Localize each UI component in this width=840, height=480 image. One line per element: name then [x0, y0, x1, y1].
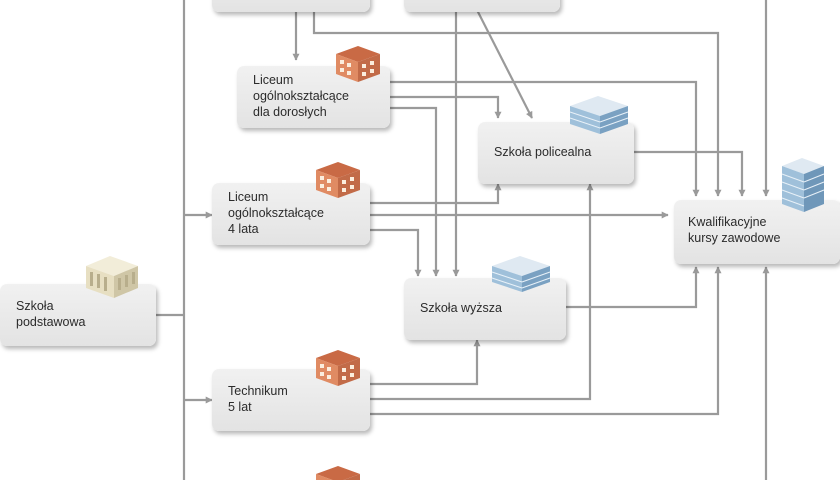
brick-building-icon [336, 46, 380, 82]
node-liceum-doroslych-label: Liceum ogólnokształcące dla dorosłych [253, 73, 349, 119]
connector-top-right-down [312, 12, 722, 197]
office-building-icon [491, 256, 551, 292]
node-szkola-podstawowa: Szkoła podstawowa [0, 284, 156, 346]
node-szkola-policealna: Szkoła policealna [478, 122, 634, 184]
brick-building-icon [316, 350, 360, 386]
connector-technikum-to-policealna [370, 183, 594, 401]
connector-technikum-to-kursy [370, 266, 722, 416]
brick-building-icon [316, 466, 360, 480]
connector-doroslych-to-wyzsza [390, 106, 440, 277]
glass-tower-icon [781, 158, 825, 212]
node-szkola-wyzsza: Szkoła wyższa [404, 278, 566, 340]
connector-liceum4-to-wyzsza [370, 228, 422, 277]
node-kwalifikacyjne-kursy: Kwalifikacyjne kursy zawodowe [674, 200, 840, 264]
node-szkola-policealna-label: Szkoła policealna [494, 145, 592, 159]
node-technikum-label: Technikum 5 lat [228, 384, 288, 414]
node-szkola-wyzsza-label: Szkoła wyższa [420, 301, 502, 315]
connector-doroslych-to-kursy [390, 80, 700, 197]
connector-technikum-to-wyzsza [370, 339, 481, 386]
node-kwalifikacyjne-kursy-label: Kwalifikacyjne kursy zawodowe [688, 215, 781, 245]
connector-wyzsza-to-kursy [566, 266, 700, 309]
classic-building-icon [86, 256, 138, 298]
node-top-mid [404, 0, 560, 12]
brick-building-icon [316, 162, 360, 198]
connector-liceum4-to-policealna [370, 183, 502, 205]
node-top-left [212, 0, 370, 12]
node-liceum-4-lata-label: Liceum ogólnokształcące 4 lata [228, 190, 324, 236]
connector-policealna-to-kursy [634, 150, 746, 197]
connector-doroslych-to-policealna [390, 95, 502, 119]
office-building-icon [569, 96, 629, 134]
node-szkola-podstawowa-label: Szkoła podstawowa [16, 299, 86, 329]
connector-top-diagonal-policealna [475, 7, 533, 119]
